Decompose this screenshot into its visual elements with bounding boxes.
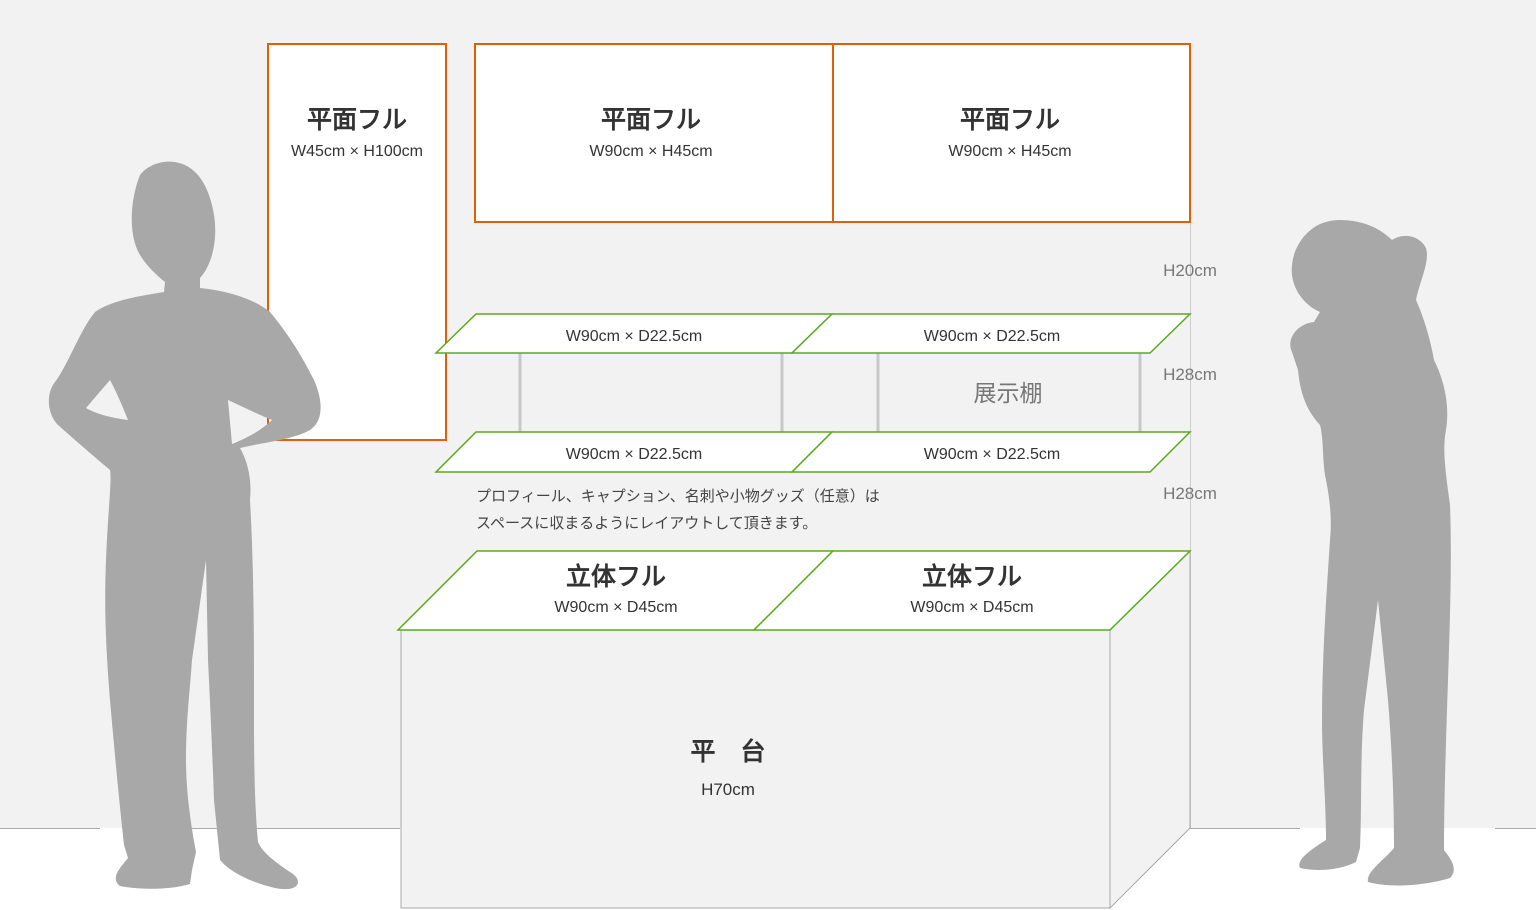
wall-panel-tall-title: 平面フル bbox=[307, 105, 407, 134]
shelf-lower-left: W90cm × D22.5cm bbox=[434, 431, 834, 473]
height-label-top: H20cm bbox=[1163, 261, 1217, 280]
shelf-label: 展示棚 bbox=[974, 381, 1043, 407]
wall-panel-wide-right: 平面フル W90cm × H45cm bbox=[832, 43, 1191, 223]
wall-panel-wide-right-title: 平面フル bbox=[960, 105, 1060, 134]
height-label-bottom: H28cm bbox=[1163, 484, 1217, 503]
shelf-upper-left: W90cm × D22.5cm bbox=[434, 313, 834, 354]
person-silhouette-right bbox=[1290, 220, 1454, 886]
table-top-right-title: 立体フル bbox=[922, 562, 1022, 591]
shelf-upper-right-size: W90cm × D22.5cm bbox=[924, 328, 1060, 345]
shelf-lower-right-size: W90cm × D22.5cm bbox=[924, 446, 1060, 463]
shelf-upper-left-size: W90cm × D22.5cm bbox=[566, 328, 702, 345]
table-top-left-title: 立体フル bbox=[566, 562, 666, 591]
wall-panel-wide-left-title: 平面フル bbox=[601, 105, 701, 134]
table-top-left-size: W90cm × D45cm bbox=[554, 599, 677, 616]
wall-panel-wide-left: 平面フル W90cm × H45cm bbox=[474, 43, 834, 223]
shelf-lower-right: W90cm × D22.5cm bbox=[790, 431, 1192, 473]
table-top-right: 立体フル W90cm × D45cm bbox=[752, 550, 1192, 631]
table-top-right-size: W90cm × D45cm bbox=[910, 599, 1033, 616]
table-height: H70cm bbox=[701, 780, 755, 799]
person-silhouette-left bbox=[48, 161, 321, 890]
table-top-left: 立体フル W90cm × D45cm bbox=[396, 550, 835, 631]
height-label-middle: H28cm bbox=[1163, 365, 1217, 384]
shelf-lower-left-size: W90cm × D22.5cm bbox=[566, 446, 702, 463]
shelf-upper-right: W90cm × D22.5cm bbox=[790, 313, 1192, 354]
wall-panel-tall-size: W45cm × H100cm bbox=[291, 143, 423, 160]
table-box: 平 台 H70cm bbox=[400, 549, 1191, 910]
note-line-2: スペースに収まるようにレイアウトして頂きます。 bbox=[476, 514, 817, 532]
note-line-1: プロフィール、キャプション、名刺や小物グッズ（任意）は bbox=[476, 487, 880, 505]
table-title: 平 台 bbox=[690, 737, 765, 766]
shelf-poles bbox=[518, 353, 1142, 432]
wall-panel-wide-left-size: W90cm × H45cm bbox=[589, 143, 712, 160]
wall-panel-wide-right-size: W90cm × H45cm bbox=[948, 143, 1071, 160]
